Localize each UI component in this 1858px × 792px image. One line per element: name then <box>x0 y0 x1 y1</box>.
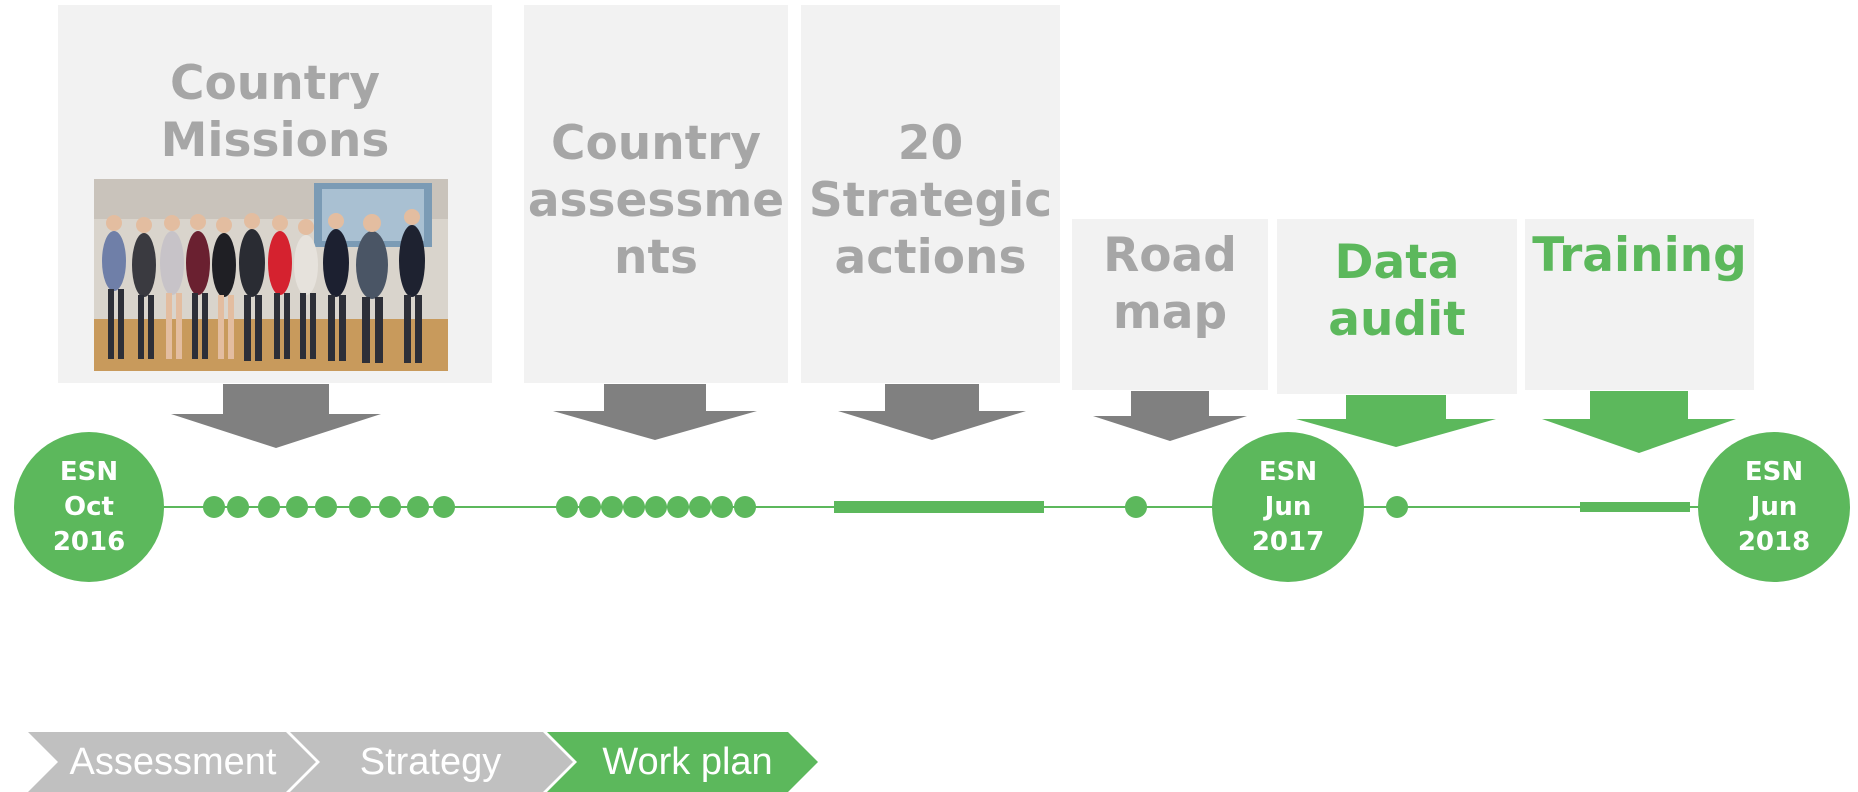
timeline-dot <box>286 496 308 518</box>
panel-title-country-missions: Country Missions <box>160 56 390 168</box>
timeline-dot <box>689 496 711 518</box>
timeline-dot <box>556 496 578 518</box>
panel-road-map: Road map <box>1072 219 1268 390</box>
down-arrow-icon <box>171 384 381 448</box>
timeline-dot <box>601 496 623 518</box>
assessment-dots <box>556 496 756 518</box>
down-arrow-green-icon <box>1542 391 1736 453</box>
chevron-shape-strategy <box>290 732 573 792</box>
timeline-dot <box>433 496 455 518</box>
down-arrow-icon <box>1093 391 1247 441</box>
panel-title-strategic-actions: 20 Strategic actions <box>808 116 1053 285</box>
timeline-dot <box>227 496 249 518</box>
panel-title-data-audit: Data audit <box>1328 235 1466 347</box>
timeline-dot <box>203 496 225 518</box>
down-arrow-green-icon <box>1296 395 1496 447</box>
milestone-esn-oct-2016: ESN Oct 2016 <box>14 432 164 582</box>
timeline-dot <box>349 496 371 518</box>
phase-chevron-bar <box>28 732 818 792</box>
milestone-esn-jun-2018: ESN Jun 2018 <box>1698 432 1850 582</box>
timeline-dot <box>379 496 401 518</box>
panel-training: Training <box>1525 219 1754 390</box>
timeline-dot <box>258 496 280 518</box>
panel-country-assessments: Country assessme nts <box>524 5 788 383</box>
timeline-dot <box>711 496 733 518</box>
mission-dots <box>203 496 455 518</box>
down-arrow-icon <box>838 384 1026 440</box>
road-map-dot <box>1125 496 1147 518</box>
chevron-shape-assessment <box>28 732 316 792</box>
timeline-dot <box>734 496 756 518</box>
timeline-dot <box>667 496 689 518</box>
down-arrow-icon <box>553 384 757 440</box>
chevron-shape-work-plan <box>547 732 818 792</box>
timeline-dot <box>407 496 429 518</box>
panel-title-road-map: Road map <box>1103 228 1237 340</box>
timeline-dot <box>315 496 337 518</box>
strategy-bar <box>834 501 1044 513</box>
timeline-dot <box>623 496 645 518</box>
panel-title-training: Training <box>1532 228 1747 283</box>
panel-strategic-actions: 20 Strategic actions <box>801 5 1060 383</box>
phase-strategy: Strategy <box>359 740 502 783</box>
training-bar <box>1580 502 1690 512</box>
timeline-dot <box>645 496 667 518</box>
milestone-esn-jun-2017: ESN Jun 2017 <box>1212 432 1364 582</box>
data-audit-dot <box>1386 496 1408 518</box>
timeline-dot <box>579 496 601 518</box>
phase-work-plan: Work plan <box>602 740 773 783</box>
panel-data-audit: Data audit <box>1277 219 1517 394</box>
group-photo <box>94 179 448 371</box>
phase-assessment: Assessment <box>69 740 277 783</box>
panel-title-country-assessments: Country assessme nts <box>527 116 785 285</box>
